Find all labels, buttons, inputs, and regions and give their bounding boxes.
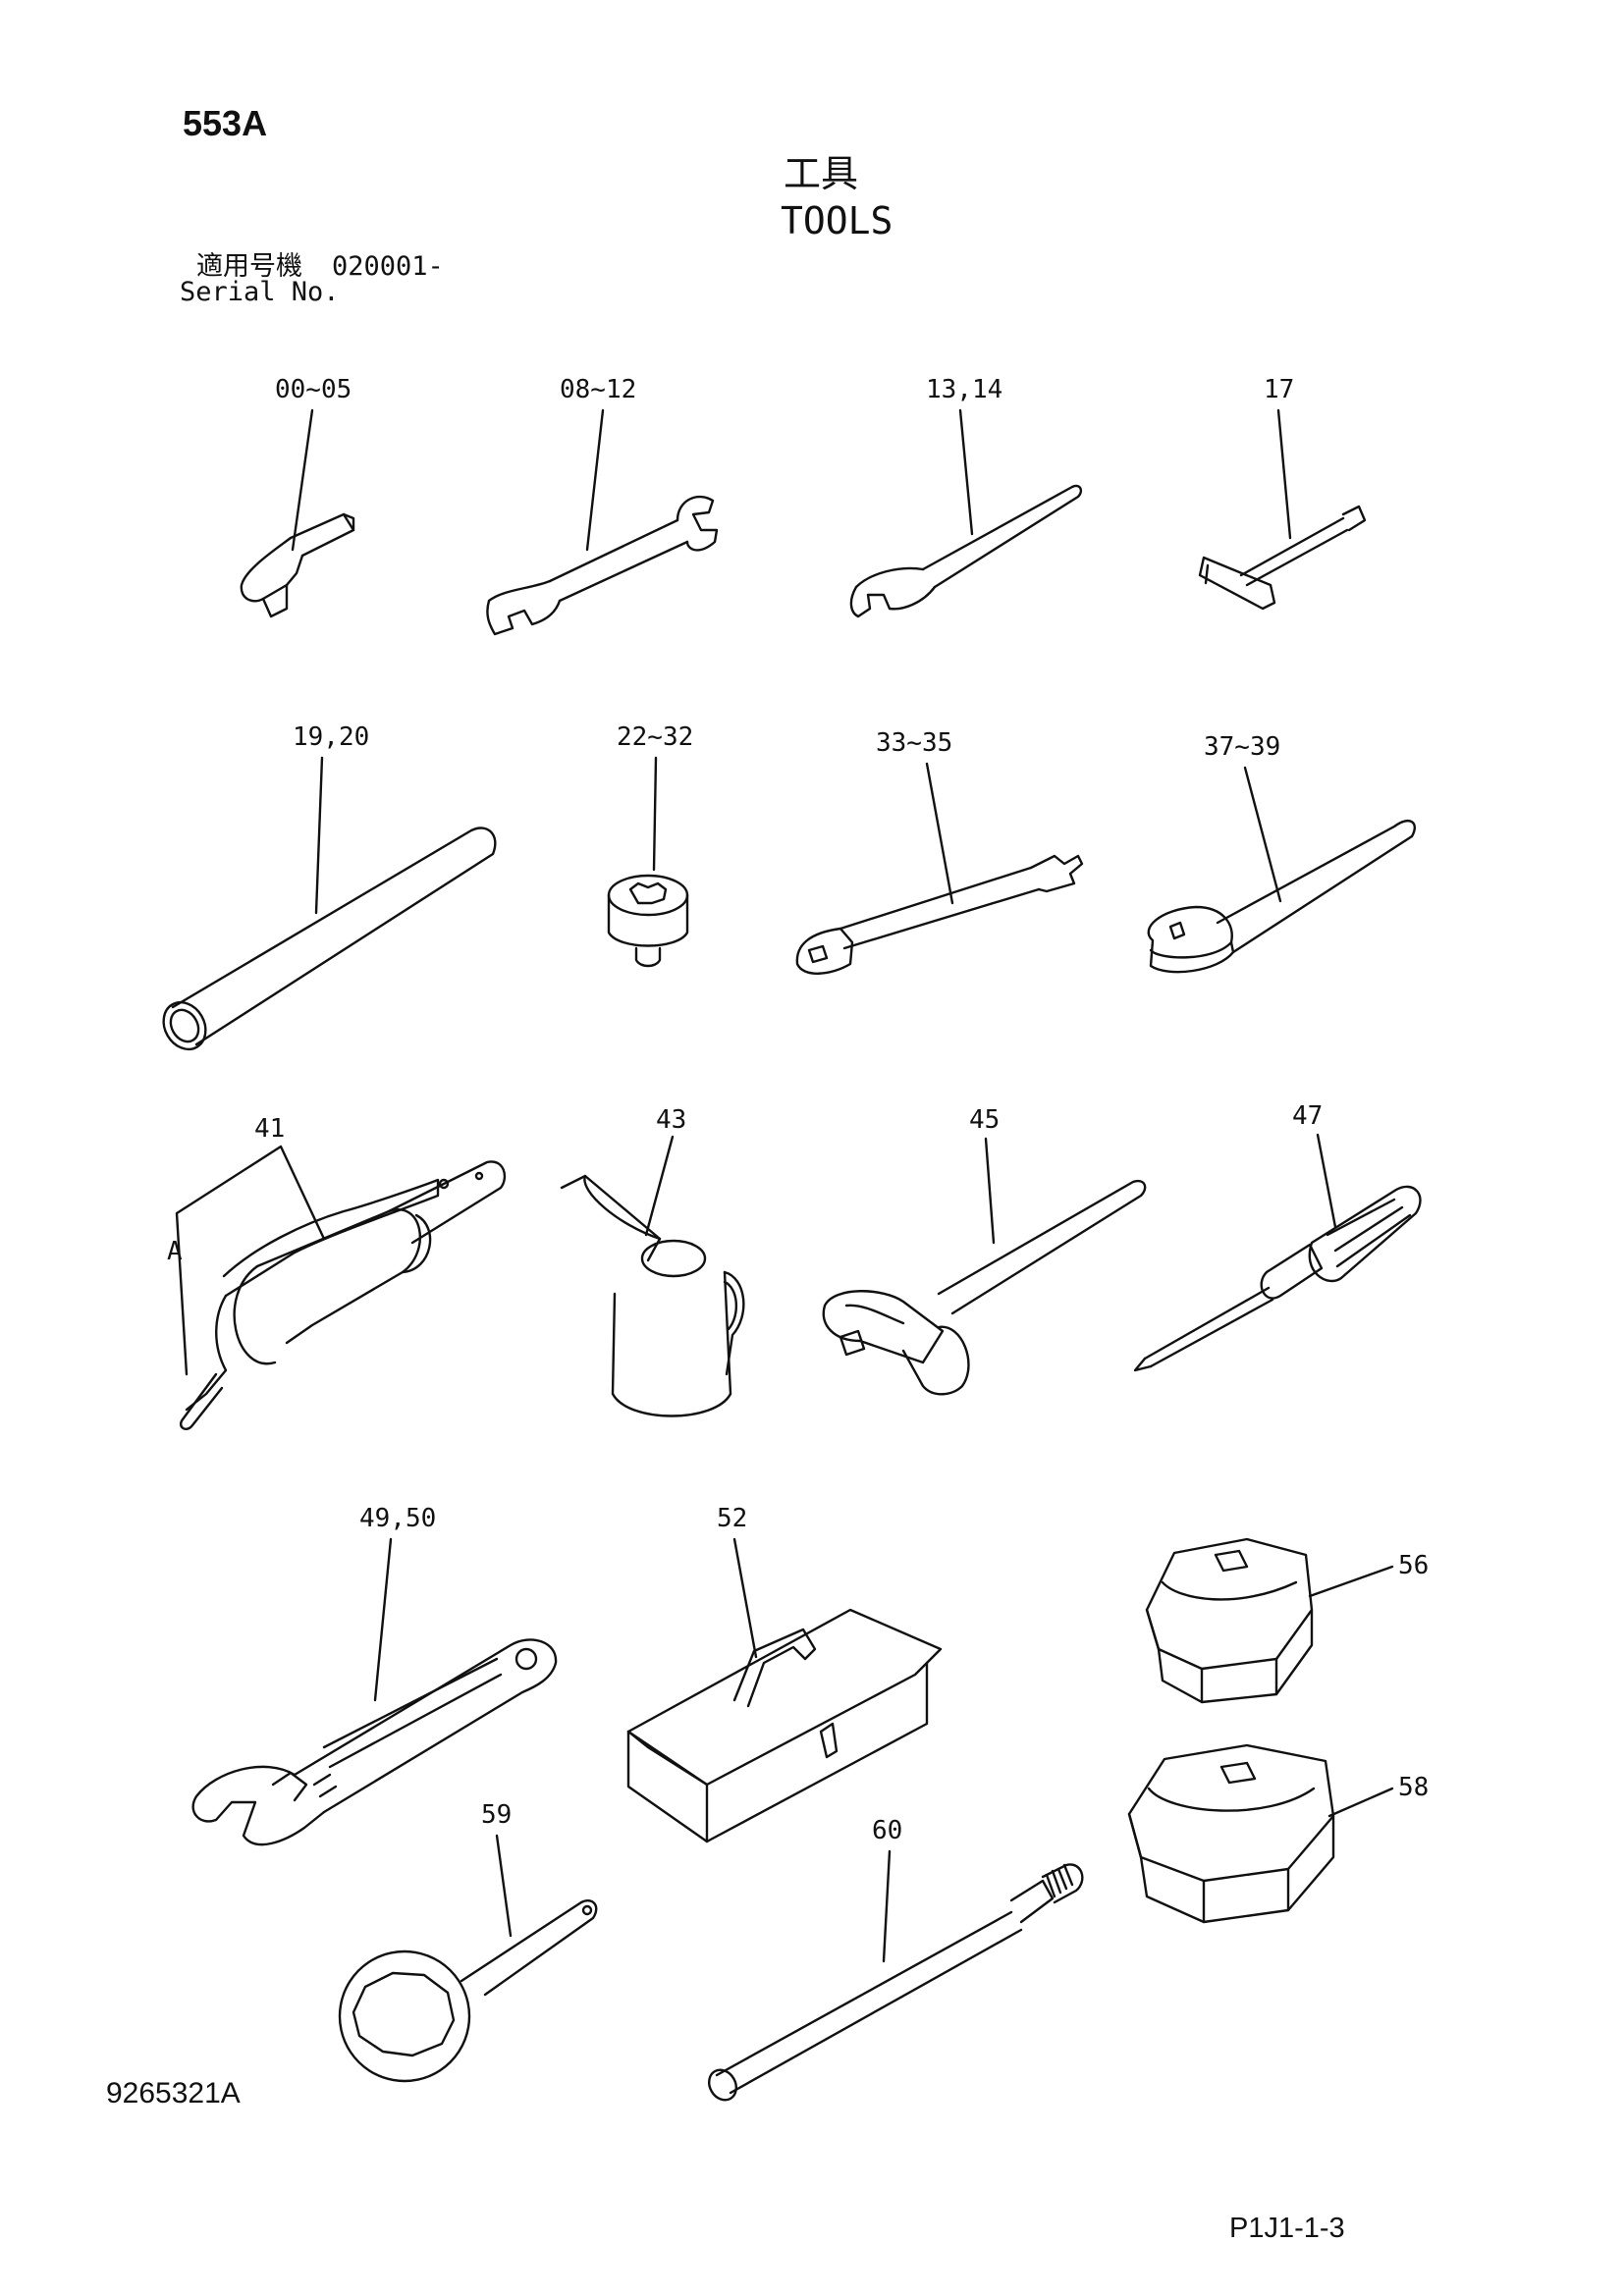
hammer-icon: [824, 1139, 1145, 1394]
callout-37-39: 37~39: [1204, 732, 1281, 762]
oil-can-icon: [562, 1137, 743, 1416]
callout-43: 43: [656, 1105, 687, 1135]
page-title-japanese: 工具: [784, 152, 859, 195]
callout-41: 41: [254, 1114, 286, 1144]
callout-49-50: 49,50: [359, 1504, 437, 1533]
socket-icon: [609, 758, 687, 966]
callout-22-32: 22~32: [617, 722, 694, 752]
page-number: P1J1-1-3: [1229, 2213, 1345, 2244]
callout-08-12: 08~12: [560, 375, 637, 404]
callout-19-20: 19,20: [293, 722, 370, 752]
filter-cap-wrench-small-icon: [1147, 1539, 1392, 1702]
ratchet-handle-icon: [1149, 768, 1415, 972]
section-code: 553A: [183, 103, 268, 143]
callout-33-35: 33~35: [876, 728, 953, 758]
t-handle-wrench-icon: [1200, 410, 1365, 609]
callout-45: 45: [969, 1105, 1001, 1135]
callout-17: 17: [1264, 375, 1295, 404]
pipe-bar-icon: [155, 758, 495, 1057]
double-open-wrench-icon: [487, 410, 717, 634]
tube-handle-icon: [704, 1851, 1083, 2105]
tool-box-icon: [628, 1539, 941, 1842]
serial-label-japanese: 適用号機: [196, 251, 302, 282]
page-title: TOOLS: [781, 199, 893, 242]
serial-label: Serial No.: [180, 277, 340, 307]
callout-13-14: 13,14: [926, 375, 1003, 404]
callout-56: 56: [1398, 1551, 1430, 1580]
adjustable-wrench-icon: [193, 1539, 556, 1844]
serial-value: 020001-: [332, 251, 444, 282]
callout-58: 58: [1398, 1773, 1430, 1802]
single-open-wrench-icon: [851, 410, 1081, 616]
grease-gun-icon: [177, 1147, 505, 1429]
ring-spanner-icon: [328, 1836, 597, 2093]
callout-52: 52: [717, 1504, 748, 1533]
callout-59: 59: [481, 1800, 513, 1830]
callout-47: 47: [1292, 1101, 1324, 1131]
extension-bar-icon: [797, 764, 1082, 974]
screwdriver-icon: [1135, 1135, 1420, 1370]
drawing-number: 9265321A: [106, 2077, 241, 2109]
filter-cap-wrench-large-icon: [1129, 1745, 1392, 1922]
callout-60: 60: [872, 1816, 903, 1845]
callout-00-05: 00~05: [275, 375, 352, 404]
hex-key-icon: [242, 410, 353, 616]
